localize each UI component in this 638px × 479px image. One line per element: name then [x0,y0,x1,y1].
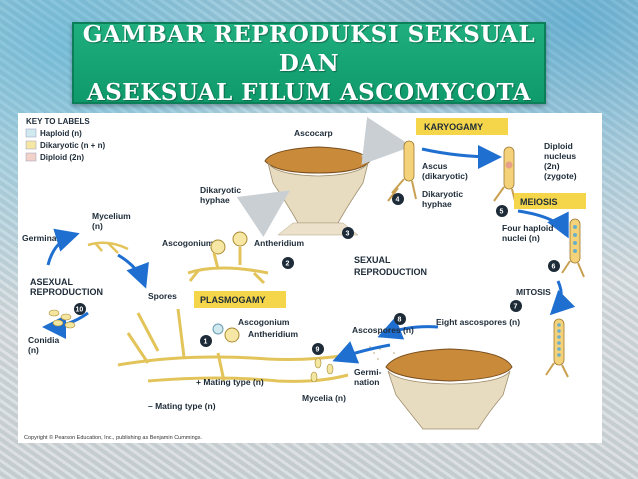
label-diploid-2: nucleus [544,151,576,161]
label-plasmogamy: PLASMOGAMY [200,295,266,305]
label-germination: Germination [22,233,72,243]
arrow-hyphae-to-ascocarp [236,190,290,237]
key-dikaryotic: Dikaryotic (n + n) [40,141,105,150]
ascocarp-bottom-illustration [385,348,513,430]
label-ascogonium-1: Ascogonium [162,238,214,248]
step-6: 6 [552,264,556,271]
key-haploid: Haploid (n) [40,129,82,138]
label-mycelium-2: (n) [92,221,103,231]
ascomycota-life-cycle-diagram: KEY TO LABELS Haploid (n) Dikaryotic (n … [22,116,586,441]
label-diploid-3: (2n) [544,161,560,171]
step-2: 2 [286,261,290,268]
ascus-diploid [493,146,517,206]
title-line-2: ASEKSUAL FILUM ASCOMYCOTA [86,78,532,106]
label-germi-2: nation [354,377,380,387]
title-box: GAMBAR REPRODUKSI SEKSUAL DAN ASEKSUAL F… [72,20,546,107]
label-ascus-1: Ascus [422,161,448,171]
arrow-germination [46,228,80,266]
haploid-swatch [25,128,37,138]
title-line-1: GAMBAR REPRODUKSI SEKSUAL DAN [82,20,536,77]
mycelium-hypha [87,241,129,254]
arrow-meiosis [517,209,569,239]
arrow-spore-germination [332,341,391,364]
step-10: 10 [76,307,84,314]
ascus-dikaryotic [387,140,417,202]
dikaryotic-swatch [25,140,37,150]
label-sexual-2: REPRODUCTION [354,267,427,277]
label-asexual-2: REPRODUCTION [30,287,103,297]
plasmogamy-structure-top [187,231,269,285]
label-four-haploid-1: Four haploid [502,223,553,233]
label-mating-minus: – Mating type (n) [148,401,216,411]
label-karyogamy: KARYOGAMY [424,122,483,132]
germinating-spores [310,357,334,383]
label-ascospores: Ascospores (n) [352,325,414,335]
label-asexual-1: ASEXUAL [30,277,74,287]
key-heading: KEY TO LABELS [26,117,90,126]
ascogonium-cell [224,327,240,343]
conidia-cluster [48,309,76,329]
label-germi-1: Germi- [354,367,382,377]
meiosis-banner [514,193,586,209]
label-dikaryotic-hyphae-2: hyphae [200,195,230,205]
arrow-karyogamy [421,144,502,169]
step-1: 1 [204,339,208,346]
label-diploid-4: (zygote) [544,171,577,181]
step-4: 4 [396,197,400,204]
label-mitosis: MITOSIS [516,287,551,297]
arrow-to-spores [117,253,149,289]
label-ascus-2: (dikaryotic) [422,171,468,181]
step-9: 9 [316,347,320,354]
karyogamy-banner [416,118,508,135]
label-eight-ascospores: Eight ascospores (n) [436,317,520,327]
plasmogamy-banner [194,291,286,308]
label-meiosis: MEIOSIS [520,197,558,207]
label-diploid-1: Diploid [544,141,573,151]
step-7: 7 [514,304,518,311]
key-to-labels: KEY TO LABELS Haploid (n) Dikaryotic (n … [25,117,105,162]
label-conidia-2: (n) [28,345,39,355]
step-5: 5 [500,209,504,216]
ascocarp-illustration [264,146,371,236]
label-dik-hyphae-b1: Dikaryotic [422,189,463,199]
label-ascocarp: Ascocarp [294,128,333,138]
diagram-panel: KEY TO LABELS Haploid (n) Dikaryotic (n … [18,113,602,443]
label-mycelium-1: Mycelium [92,211,131,221]
label-mycelia: Mycelia (n) [302,393,346,403]
arrow-mitosis [549,280,576,316]
label-four-haploid-2: nuclei (n) [502,233,540,243]
antheridium-cell [212,323,224,335]
arrow-ascospores-release [377,317,439,340]
label-antheridium-2: Antheridium [248,329,298,339]
step-8: 8 [398,317,402,324]
label-dik-hyphae-b2: hyphae [422,199,452,209]
arrow-ascocarp-to-karyogamy [361,116,412,165]
ascus-eight-spores [545,318,569,378]
label-conidia-1: Conidia [28,335,59,345]
label-mating-plus: + Mating type (n) [196,377,264,387]
slide-title: GAMBAR REPRODUKSI SEKSUAL DAN ASEKSUAL F… [74,20,544,107]
diploid-swatch [25,152,37,162]
label-dikaryotic-hyphae-1: Dikaryotic [200,185,241,195]
ascus-four-nuclei [561,218,585,278]
key-diploid: Diploid (2n) [40,153,84,162]
copyright-note: Copyright © Pearson Education, Inc., pub… [24,434,202,441]
label-antheridium-1: Antheridium [254,238,304,248]
label-ascogonium-2: Ascogonium [238,317,290,327]
step-3: 3 [346,231,350,238]
step-markers: 1 2 3 4 5 6 7 8 9 10 [74,193,560,355]
label-spores: Spores [148,291,177,301]
label-sexual-1: SEXUAL [354,255,391,265]
